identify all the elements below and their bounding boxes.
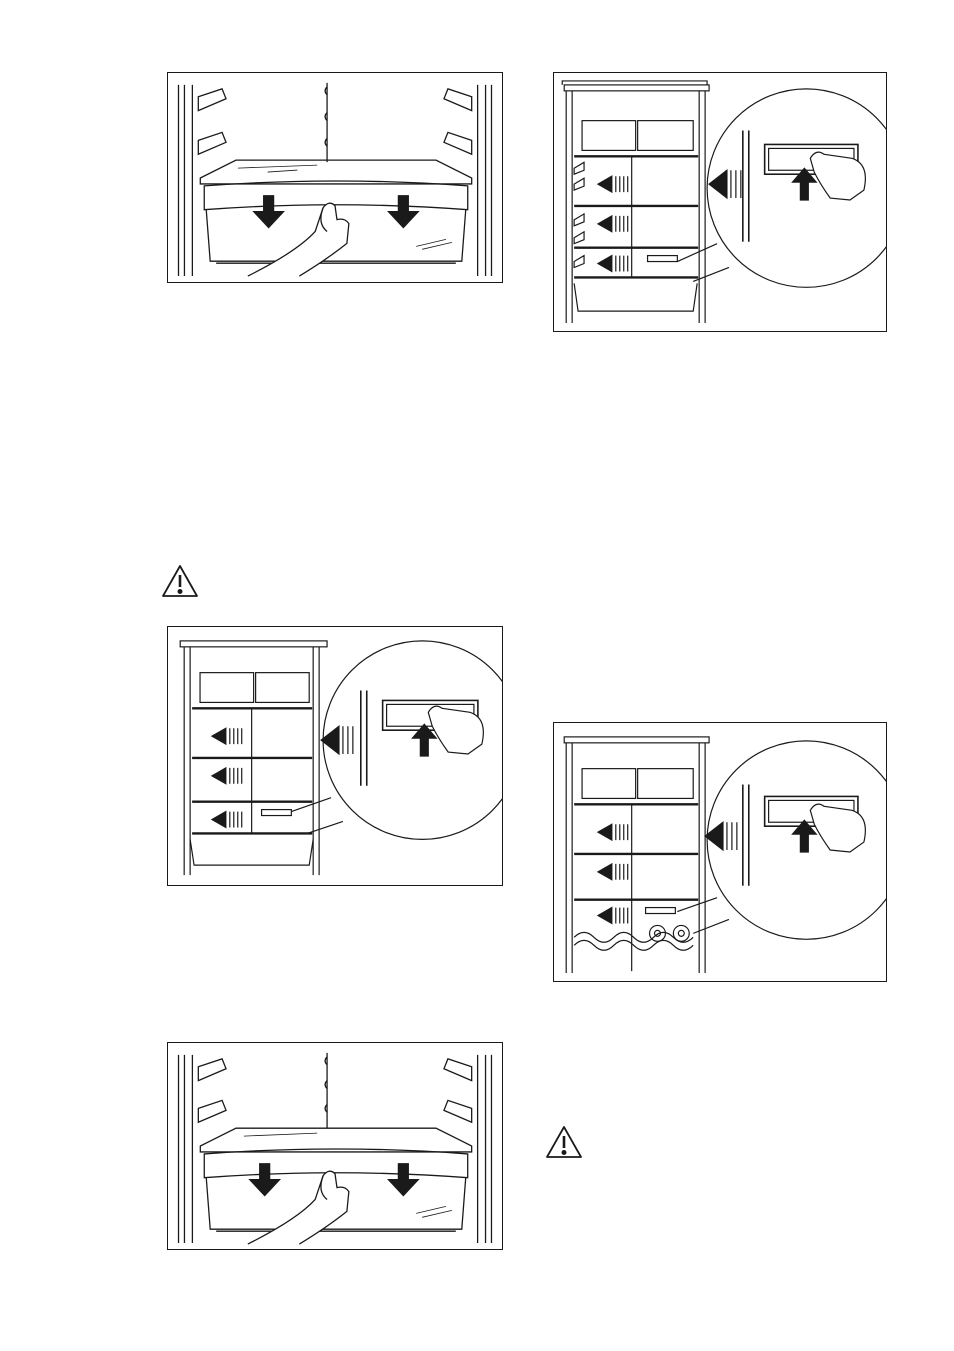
crisper-drawer-pull-out-illustration: [168, 1043, 502, 1249]
bottle-rack-shelf-release-illustration: [554, 723, 886, 981]
fig-shelf-removal-top-right: [553, 72, 887, 332]
fig-crisper-removal-bottom: [167, 1042, 503, 1250]
crisper-drawer-pull-out-illustration: [168, 73, 502, 282]
fig-crisper-removal-top: [167, 72, 503, 283]
shelf-release-lever-illustration: [554, 73, 886, 331]
shelf-release-lever-illustration: [168, 627, 502, 885]
fig-shelf-removal-left: [167, 626, 503, 886]
warning-triangle-icon: [544, 1124, 584, 1160]
fig-shelf-removal-bottom-right: [553, 722, 887, 982]
warning-triangle-icon: [160, 563, 200, 599]
